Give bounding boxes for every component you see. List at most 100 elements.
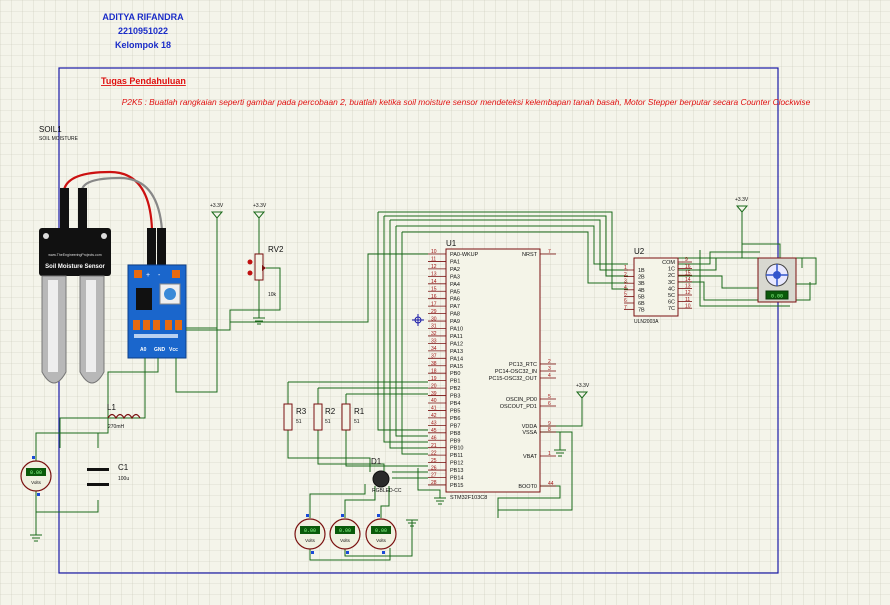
u1-ref: U1 [446, 239, 457, 248]
u1-pin-name: PB12 [450, 461, 463, 467]
c1-ref: C1 [118, 463, 129, 472]
rgb-led-d1[interactable]: D1 RGBLED-CC [371, 457, 402, 494]
u2-pin-name: 7C [668, 306, 675, 312]
voltmeter-display [300, 526, 320, 534]
u2-part: ULN2003A [634, 319, 659, 325]
inductor-l1[interactable]: L1 270mH [107, 403, 141, 430]
u1-pin-name: PA3 [450, 274, 460, 280]
u2-pin-number: 15 [685, 270, 691, 276]
u1-body [445, 248, 541, 493]
probe-terminal-left [60, 188, 69, 232]
u1-pin-name: PA12 [450, 341, 463, 347]
power-terminal[interactable]: +3.3V [252, 203, 267, 219]
u1-pin-number: 40 [431, 398, 437, 404]
u1-pin-name: PB7 [450, 423, 460, 429]
u1-pin-name: PA7 [450, 304, 460, 310]
comparator-chip [136, 288, 152, 310]
red-cable [62, 170, 154, 231]
rv2-down-icon [247, 270, 253, 276]
u1-pin-number: 33 [431, 339, 437, 345]
module-board [127, 264, 187, 359]
resistor-r3[interactable]: R3 51 [283, 403, 307, 431]
voltmeter-label: Volts [376, 538, 387, 543]
probe-terminal-right [78, 188, 87, 232]
u1-pin-name: PB8 [450, 431, 460, 437]
u1-pin-name: PB3 [450, 394, 460, 400]
u2-pin-name: 4C [668, 286, 675, 292]
u1-pin-name: PC15-OSC32_OUT [489, 376, 538, 382]
stepper-motor[interactable]: 0.00 [757, 257, 797, 303]
module-pot-knob-icon [164, 288, 176, 300]
u1-pin-number: 38 [431, 361, 437, 367]
u1-pin-number: 7 [548, 249, 551, 255]
soil-ref: SOIL1 [39, 125, 62, 134]
power-terminal[interactable]: +3.3V [210, 203, 224, 219]
u2-pin-name: 1B [638, 268, 645, 274]
u1-pin-number: 9 [548, 421, 551, 427]
task-title: Tugas Pendahuluan [101, 76, 186, 86]
u1-pin-name: PB5 [450, 408, 460, 414]
module-pin-vcc: Vcc [169, 347, 178, 353]
r3-ref: R3 [296, 407, 307, 416]
u2-pin-number: 3 [624, 278, 627, 284]
potentiometer-rv2[interactable]: RV2 10k [247, 245, 284, 298]
u1-pin-number: 46 [431, 435, 437, 441]
resistor-r2[interactable]: R2 51 [313, 403, 336, 431]
voltmeter-reading: 0.00 [339, 528, 351, 534]
u2-pin-name: 2B [638, 275, 645, 281]
probe-trace-right [86, 280, 96, 372]
u2-pin-number: 1 [624, 265, 627, 271]
svg-text:-: - [158, 272, 161, 279]
u1-pin-name: VDDA [522, 424, 538, 430]
u2-pin-name: 6C [668, 300, 675, 306]
u1-pin-name: PA6 [450, 297, 460, 303]
soil-moisture-sensor[interactable]: SOIL1 SOIL MOISTURE www.TheEngineeringPr… [39, 125, 164, 384]
motor-reading: 0.00 [771, 294, 783, 300]
u1-pin-number: 12 [431, 264, 437, 270]
u2-pin-number: 12 [685, 290, 691, 296]
u1-pin-number: 26 [431, 465, 437, 471]
probe-board [39, 228, 111, 276]
author-group: Kelompok 18 [115, 40, 171, 50]
voltmeter-display [371, 526, 391, 534]
u1-pin-number: 45 [431, 428, 437, 434]
capacitor-c1[interactable]: C1 100u [87, 463, 129, 486]
u1-pin-name: PB14 [450, 476, 463, 482]
u1-pin-name: PB11 [450, 453, 463, 459]
resistor-r1[interactable]: R1 51 [341, 403, 365, 431]
sensor-module[interactable]: + - A0 GND Vcc [127, 228, 187, 359]
voltmeter-reading: 0.00 [375, 528, 387, 534]
u2-pin-name: 5C [668, 293, 675, 299]
u1-pin-name: PB2 [450, 386, 460, 392]
u2-pin-number: 11 [685, 297, 690, 303]
u2-pin-number: 6 [624, 298, 627, 304]
u2-pin-number: 4 [624, 285, 627, 291]
power-terminal[interactable]: +3.3V [735, 197, 749, 213]
u2-pin-name: 3B [638, 281, 645, 287]
u1-pin-name: PA5 [450, 289, 460, 295]
r1-value: 51 [354, 419, 360, 425]
u1-pin-number: 5 [548, 394, 551, 400]
u1-pin-number: 15 [431, 286, 437, 292]
u2-pin-number: 14 [685, 277, 691, 283]
r3-value: 51 [296, 419, 302, 425]
l1-ref: L1 [107, 403, 116, 412]
power-terminal[interactable]: +3.3V [575, 383, 590, 399]
u1-pin-name: PB6 [450, 416, 460, 422]
u1-pin-number: 30 [431, 316, 437, 322]
voltmeter-terminal [377, 514, 380, 517]
origin-marker-icon [412, 314, 424, 326]
u2-pin-number: 5 [624, 292, 627, 298]
u2-pin-name: 1C [668, 267, 675, 273]
u1-pin-name: PC14-OSC32_IN [495, 369, 537, 375]
voltmeter-terminal [382, 551, 385, 554]
task-text: P2K5 : Buatlah rangkaian seperti gambar … [122, 97, 811, 107]
u2-pin-name: 7B [638, 308, 645, 314]
voltmeter-reading: 0.00 [304, 528, 316, 534]
